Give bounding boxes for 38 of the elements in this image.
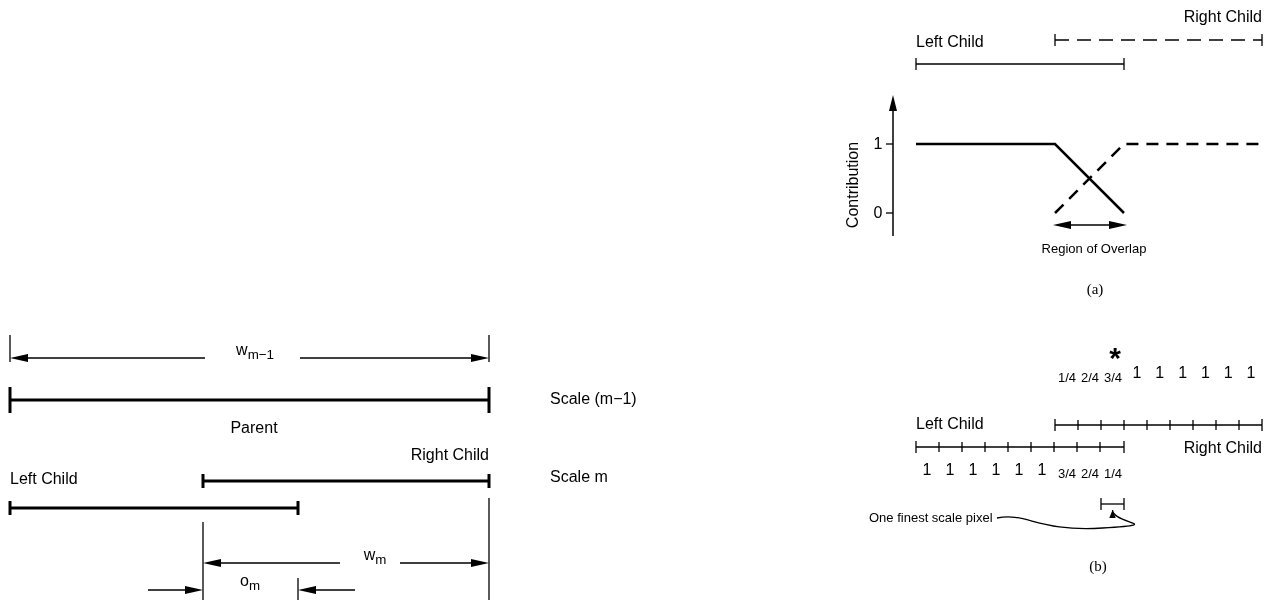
text-label: Right Child	[410, 446, 489, 464]
fraction-label: 2/4	[1080, 466, 1100, 482]
weight-label: 1	[922, 461, 932, 479]
fraction-label: 3/4	[1057, 466, 1077, 482]
weight-label: 1	[991, 461, 1001, 479]
weight-label: 1	[1132, 364, 1142, 382]
leader-text: One finest scale pixel	[869, 511, 993, 526]
text-label: Left Child	[916, 33, 984, 51]
text-label: Scale m	[550, 468, 608, 486]
panel-label: (b)	[1089, 557, 1107, 575]
leader-line	[996, 509, 1135, 530]
weight-label: 1	[1223, 364, 1233, 382]
text-label: Scale (m−1)	[550, 390, 637, 408]
fraction-label: 2/4	[1080, 370, 1100, 386]
axis-title: Contribution	[844, 141, 862, 229]
weight-label: 1	[1037, 461, 1047, 479]
tick-label: 1	[873, 135, 883, 153]
text-label: Right Child	[1183, 439, 1262, 457]
text-label: Parent	[230, 419, 278, 437]
weight-label: 1	[1246, 364, 1256, 382]
fraction-label: 1/4	[1057, 370, 1077, 386]
text-label: Left Child	[10, 470, 78, 488]
weight-label: 1	[1178, 364, 1188, 382]
weight-label: 1	[945, 461, 955, 479]
text-label: Left Child	[916, 415, 984, 433]
text-label: Right Child	[1183, 8, 1262, 26]
weight-label: 1	[1155, 364, 1165, 382]
pixel-bar	[1100, 498, 1125, 510]
tick-label: 0	[873, 204, 883, 222]
text-label: Region of Overlap	[1041, 241, 1147, 257]
panel-label: (a)	[1086, 280, 1104, 298]
dimension-label: w$_{m}$	[363, 546, 387, 568]
weight-label: 1	[968, 461, 978, 479]
dimension-label: o$_{m}$	[240, 572, 260, 594]
fraction-label: 1/4	[1103, 466, 1123, 482]
dimension-label: w$_{m−1}$	[236, 341, 274, 363]
weight-label: 1	[1200, 364, 1210, 382]
weight-label: 1	[1014, 461, 1024, 479]
